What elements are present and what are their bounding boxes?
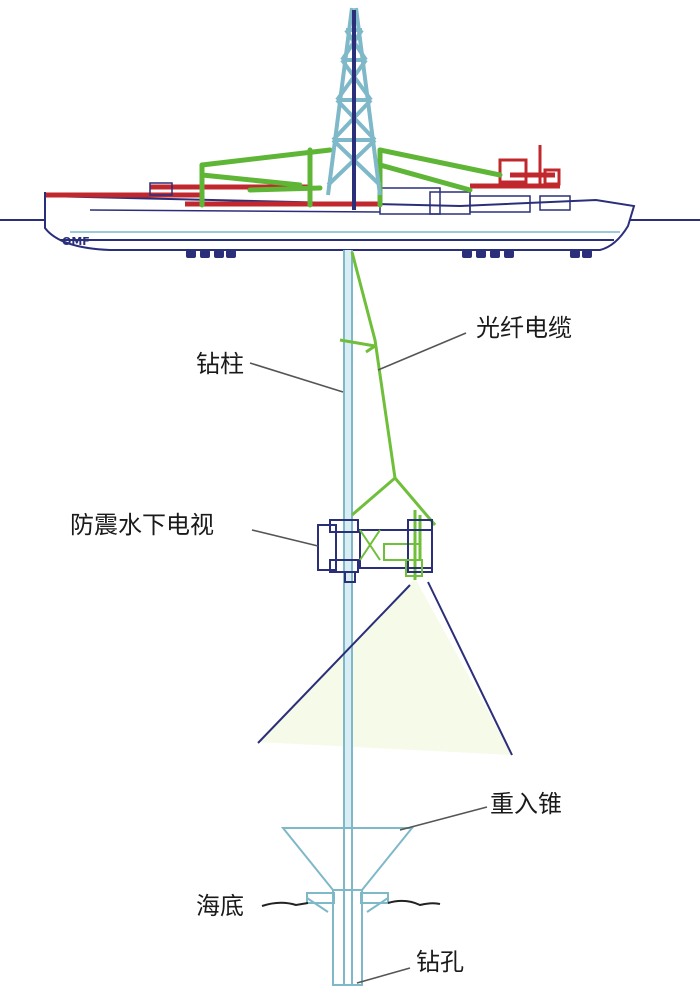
label-drill-string: 钻柱 <box>196 350 244 378</box>
camera-light-cone <box>258 578 512 755</box>
ship-hull <box>44 192 636 251</box>
label-underwater-tv: 防震水下电视 <box>70 511 214 539</box>
camera-view-line-right <box>427 581 513 756</box>
label-reentry-cone: 重入锥 <box>490 790 562 818</box>
label-seafloor: 海底 <box>196 892 244 920</box>
seafloor-line <box>261 901 309 907</box>
camera-view-line-left <box>257 584 411 744</box>
deck-cranes <box>199 147 503 208</box>
label-fiber-optic-cable: 光纤电缆 <box>476 314 572 342</box>
fiber-optic-cable <box>339 251 437 580</box>
drilling-ship: OMF <box>0 7 700 258</box>
deck-structures <box>46 145 561 207</box>
label-borehole: 钻孔 <box>416 948 464 976</box>
underwater-tv-camera <box>317 519 433 583</box>
hull-mark: OMF <box>62 235 90 248</box>
hull-thrusters <box>186 250 592 258</box>
leader-lines <box>249 332 488 984</box>
reentry-cone <box>280 827 415 986</box>
